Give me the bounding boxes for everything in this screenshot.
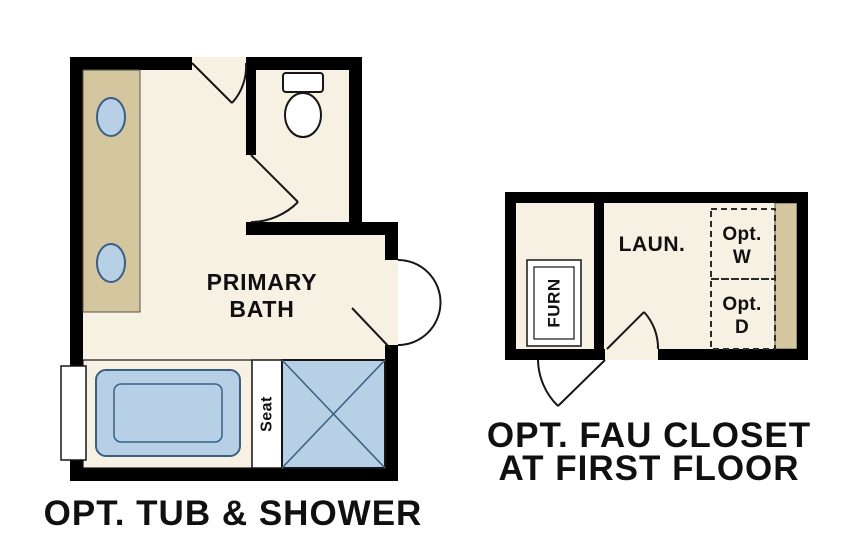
- closet-door-arc: [537, 359, 559, 407]
- caption-tub-shower: OPT. TUB & SHOWER: [44, 494, 423, 533]
- fau-wall-left: [505, 192, 516, 360]
- sink-bottom: [96, 243, 126, 283]
- toilet-tank: [282, 72, 324, 93]
- dryer-label-line1: Opt.: [722, 294, 761, 315]
- closet-door-leaf: [557, 359, 606, 407]
- toilet: [282, 72, 324, 138]
- wall-right-lower: [385, 345, 398, 481]
- furnace-label: FURN: [545, 278, 564, 327]
- dryer-optional-box: [710, 278, 776, 350]
- primary-bath-plan: PRIMARY BATH Seat OPT. TUB & SHOWER: [44, 57, 442, 533]
- wall-right-upper: [385, 235, 398, 260]
- fau-wall-bottom-right: [658, 349, 808, 360]
- seat-panel: [251, 359, 283, 469]
- wall-mid-horizontal: [246, 222, 398, 235]
- caption-fau-line2: AT FIRST FLOOR: [498, 449, 799, 488]
- top-entry-door-arc: [231, 62, 248, 104]
- wall-bottom: [70, 468, 398, 481]
- furnace-inner: [533, 266, 575, 340]
- washer-label-line1: Opt.: [722, 224, 761, 245]
- room-label-line1: PRIMARY: [207, 269, 318, 295]
- furnace-outer: [526, 259, 582, 347]
- laundry-door-arc: [643, 311, 660, 350]
- bathtub: [95, 369, 241, 457]
- bathtub-inner: [113, 383, 223, 443]
- wall-top-a: [70, 57, 192, 70]
- shower-x-line-2: [281, 359, 386, 469]
- counter-strip: [774, 202, 798, 350]
- toilet-room-door-arc: [250, 201, 299, 223]
- toilet-bowl: [284, 92, 322, 138]
- washer-label-line2: W: [733, 247, 751, 268]
- shower-door-leaf: [351, 307, 392, 350]
- furnace-unit: FURN: [526, 259, 582, 347]
- wall-toilet-room-left: [246, 57, 256, 155]
- laundry-label: LAUN.: [619, 233, 686, 256]
- laundry-door-leaf: [606, 311, 645, 350]
- seat-label: Seat: [259, 396, 276, 432]
- right-entry-door-arc: [397, 259, 442, 346]
- fau-wall-divider: [594, 203, 604, 349]
- fau-wall-top: [505, 192, 808, 203]
- dryer-label-line2: D: [735, 317, 749, 338]
- tub-deck: [60, 365, 87, 461]
- room-label-line2: BATH: [229, 296, 294, 322]
- fau-closet-plan: FURN Opt. W Opt. D LAUN. OPT. FAU CLOSET…: [487, 192, 811, 488]
- caption-fau-line1: OPT. FAU CLOSET: [487, 416, 811, 455]
- wall-top-b: [246, 57, 362, 70]
- toilet-room-door-leaf: [250, 154, 299, 203]
- wall-toilet-room-right: [349, 57, 362, 235]
- fau-wall-right: [797, 192, 808, 360]
- sink-top: [96, 97, 126, 137]
- fau-wall-bottom-left: [505, 349, 605, 360]
- top-entry-door-leaf: [191, 62, 233, 104]
